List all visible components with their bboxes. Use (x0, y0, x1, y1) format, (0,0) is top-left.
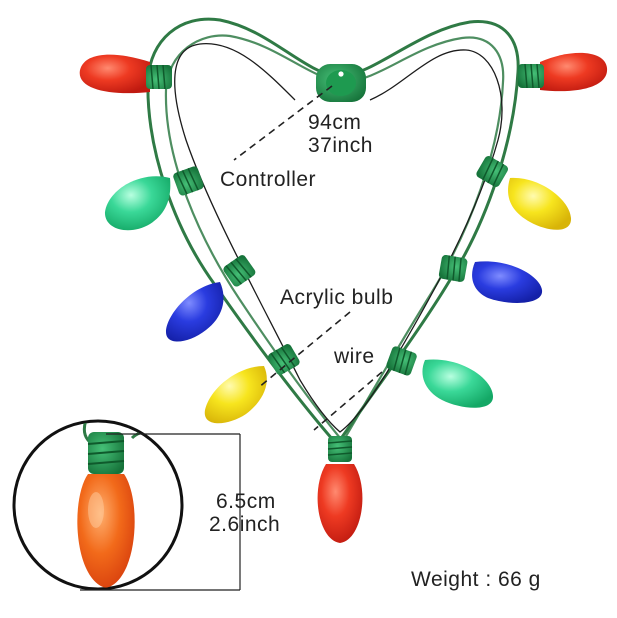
length-measure-outline (174, 43, 503, 433)
controller-leader-line (233, 85, 333, 161)
bulb-height-inch-label: 2.6inch (209, 513, 281, 536)
red-bulb-top-left (79, 54, 173, 94)
bulb-leader-line (257, 311, 351, 389)
yellow-bulb-right (474, 153, 572, 230)
blue-bulb-left (166, 252, 258, 342)
annotation-lines (233, 85, 383, 431)
green-bulb-left (104, 164, 206, 231)
wire-leader-line (313, 371, 383, 431)
controller-label: Controller (220, 168, 317, 191)
zoom-inset (12, 419, 184, 591)
yellow-bulb-left (204, 341, 302, 424)
controller (316, 64, 366, 102)
length-inch-label: 37inch (308, 134, 373, 157)
wire-label: wire (334, 345, 375, 368)
red-bulb-top-right (517, 52, 608, 92)
green-bulb-right (384, 344, 494, 408)
red-bulb-bottom (317, 435, 363, 543)
height-bracket (80, 433, 241, 591)
bulb-label: Acrylic bulb (280, 286, 394, 309)
necklace-wire (146, 17, 520, 442)
blue-bulb-right (437, 253, 543, 303)
weight-label: Weight : 66 g (411, 568, 541, 591)
length-cm-label: 94cm (308, 111, 362, 134)
bulb-height-cm-label: 6.5cm (216, 490, 276, 513)
